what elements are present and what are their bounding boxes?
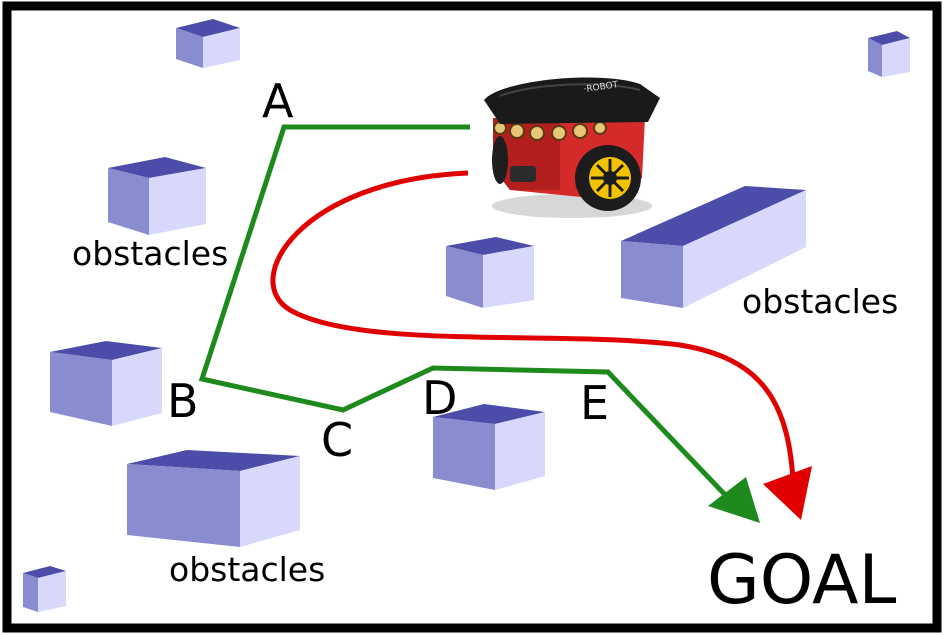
- red-direct-path: [270, 170, 796, 481]
- obstacle-cube-top-right: [868, 31, 910, 77]
- obstacle-block-right: [621, 186, 806, 308]
- goal-label: GOAL: [707, 541, 897, 620]
- obstacle-cube-bottom-left: [23, 566, 66, 612]
- obstacle-cube-center: [446, 237, 534, 308]
- waypoint-label-b: B: [167, 374, 199, 428]
- waypoint-label-c: C: [321, 413, 353, 467]
- obstacles-label-bottom: obstacles: [169, 550, 325, 589]
- obstacles-label-right: obstacles: [742, 282, 898, 321]
- obstacle-cube-left-upper: [108, 157, 206, 235]
- obstacle-block-lower-left: [127, 450, 300, 547]
- obstacles-label-left: obstacles: [72, 234, 228, 273]
- robot-badge: ·ROBOT: [583, 80, 619, 95]
- obstacle-cube-left-middle: [50, 341, 162, 426]
- obstacle-cube-lower-center: [433, 404, 545, 490]
- waypoint-label-d: D: [422, 371, 457, 425]
- green-waypoint-path: [198, 124, 732, 502]
- obstacle-cube-top-left: [176, 19, 240, 68]
- mobile-robot: ·ROBOT: [484, 77, 660, 218]
- waypoint-label-a: A: [262, 74, 294, 128]
- green-arrowhead: [708, 477, 760, 523]
- red-arrowhead: [763, 466, 812, 520]
- waypoint-label-e: E: [580, 376, 609, 430]
